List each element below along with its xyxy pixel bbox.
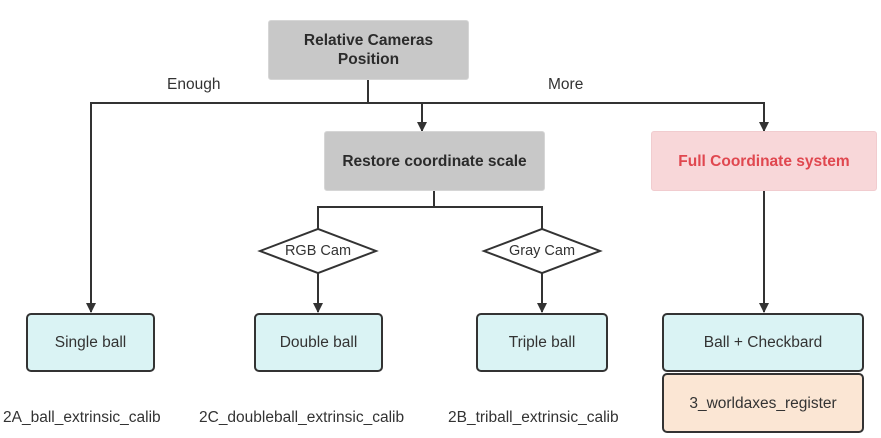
restore-coordinate-scale-node: Restore coordinate scale (324, 131, 545, 191)
rgb-cam-diamond (257, 227, 379, 275)
edge-label-enough: Enough (167, 76, 221, 93)
gray-cam-diamond (481, 227, 603, 275)
single-ball-node: Single ball (26, 313, 155, 372)
root-line1: Relative Cameras (303, 32, 434, 49)
caption-double: 2C_doubleball_extrinsic_calib (199, 409, 405, 426)
relative-cameras-position-node: Relative Cameras Position (268, 20, 469, 80)
edge-root-full (368, 102, 769, 132)
edge-root-restore (367, 80, 427, 132)
root-line2: Position (337, 51, 400, 68)
full-coordinate-system-node: Full Coordinate system (651, 131, 877, 191)
caption-triple: 2B_triball_extrinsic_calib (448, 409, 619, 426)
edge-label-more: More (548, 76, 584, 93)
rgb-cam-label: RGB Cam (284, 243, 352, 259)
edge-root-single (86, 80, 369, 313)
worldaxes-register-node: 3_worldaxes_register (662, 373, 864, 433)
triple-ball-node: Triple ball (476, 313, 608, 372)
caption-single: 2A_ball_extrinsic_calib (3, 409, 161, 426)
ball-checkerboard-node: Ball + Checkbard (662, 313, 864, 372)
double-ball-node: Double ball (254, 313, 383, 372)
edge-restore-split (317, 191, 543, 229)
gray-cam-label: Gray Cam (508, 243, 576, 259)
